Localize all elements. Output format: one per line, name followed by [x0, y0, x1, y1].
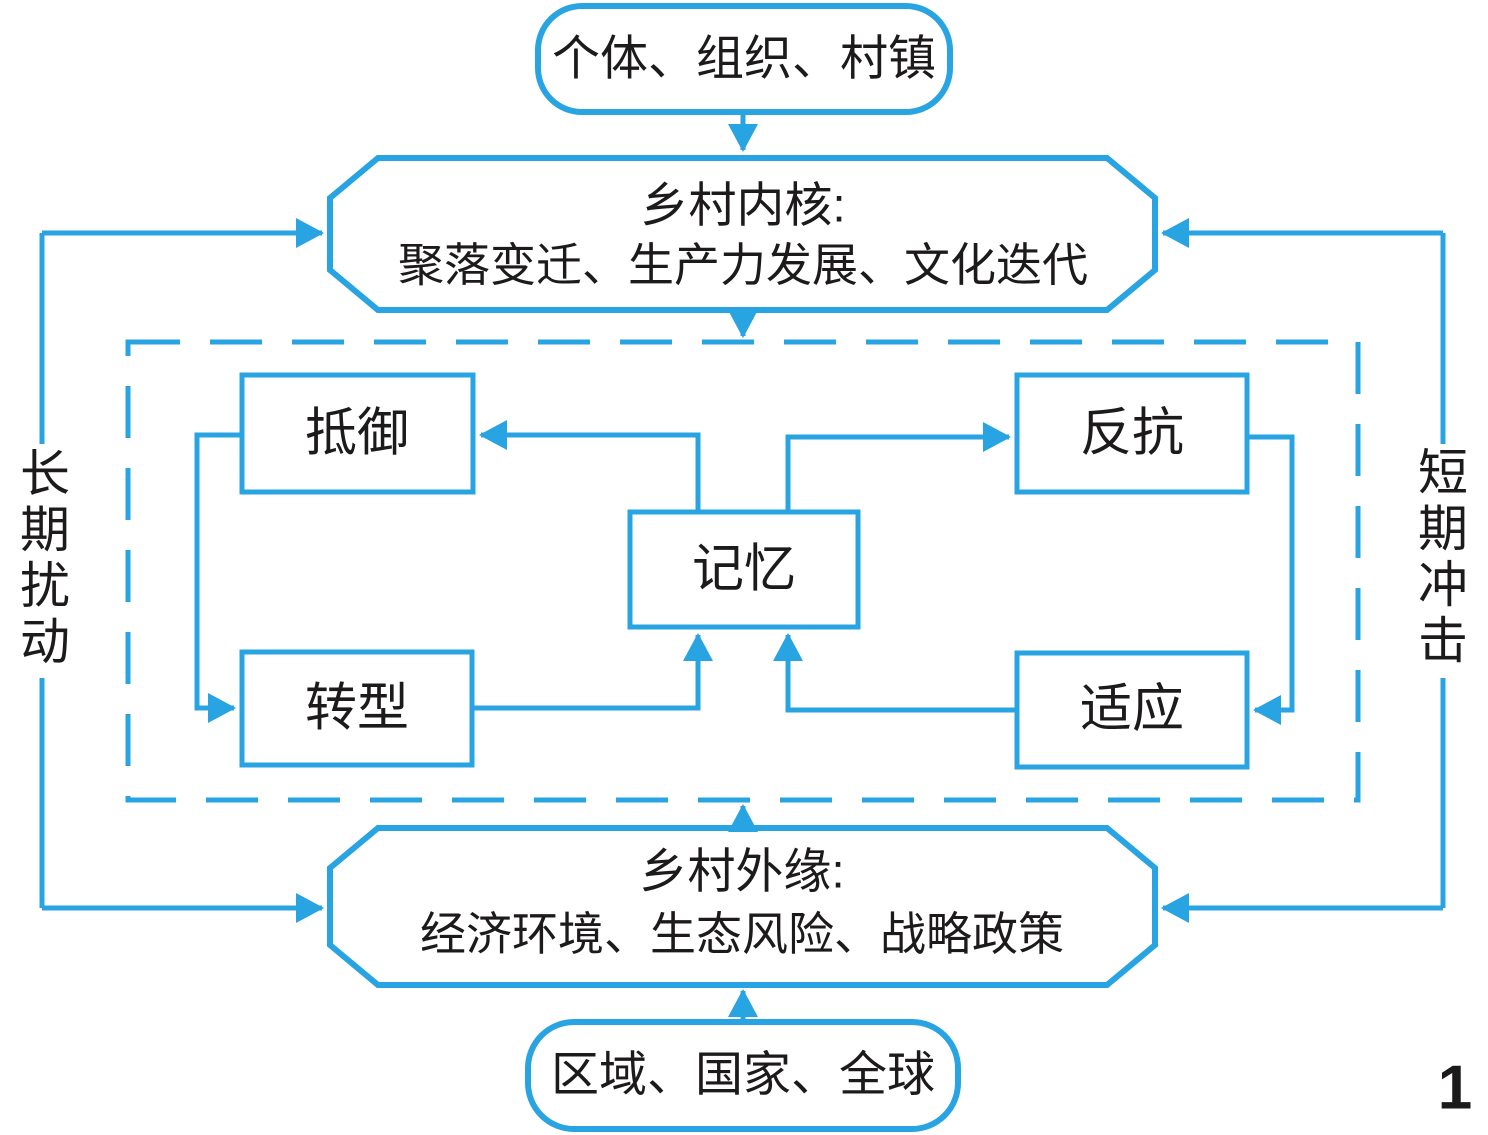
edge-resist-to-transform — [194, 432, 242, 723]
dashed-mechanism-frame — [125, 339, 1361, 803]
edge-revolt-to-adapt — [1247, 434, 1295, 725]
core-title: 乡村内核: — [640, 179, 846, 233]
periphery-subtitle: 经济环境、生态风险、战略政策 — [420, 907, 1064, 960]
resist-label: 抵御 — [304, 404, 410, 463]
edge-adapt-to-memory — [773, 633, 1017, 713]
page-number: 1 — [1437, 1053, 1473, 1123]
revolt-node-shape — [1014, 372, 1250, 495]
core-node-shape — [327, 155, 1158, 313]
edge-memory-to-revolt — [785, 422, 1011, 512]
periphery-node-shape — [327, 825, 1158, 988]
right-side-label-short-term-shock: 短 期 冲 击 — [1418, 445, 1468, 669]
edge-transform-to-memory — [472, 633, 713, 711]
memory-label: 记忆 — [691, 540, 797, 599]
transform-label: 转型 — [304, 679, 410, 738]
actors-top-label: 个体、组织、村镇 — [551, 32, 937, 86]
revolt-label: 反抗 — [1079, 404, 1185, 463]
core-subtitle: 聚落变迁、生产力发展、文化迭代 — [398, 238, 1088, 291]
scales-bottom-label: 区域、国家、全球 — [550, 1048, 936, 1102]
resist-node-shape — [239, 372, 476, 495]
periphery-title: 乡村外缘: — [639, 845, 845, 899]
edge-memory-to-resist — [479, 420, 701, 512]
adapt-node-shape — [1014, 650, 1250, 770]
memory-node-shape — [627, 509, 861, 630]
adapt-label: 适应 — [1079, 680, 1185, 739]
left-side-label-long-term-disturbance: 长 期 扰 动 — [20, 446, 70, 670]
